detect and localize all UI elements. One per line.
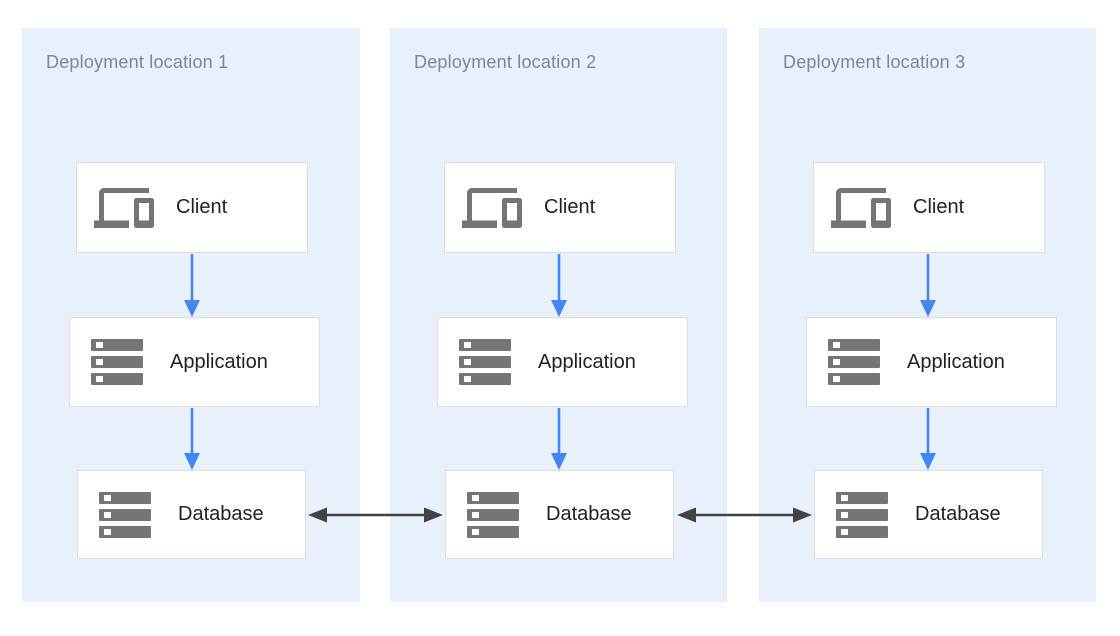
node-label: Client — [176, 196, 228, 218]
database-node-1: Database — [77, 470, 306, 559]
server-stack-icon — [459, 339, 511, 385]
devices-icon — [94, 186, 154, 230]
node-label: Database — [178, 503, 264, 525]
node-label: Database — [915, 503, 1001, 525]
client-node-2: Client — [444, 162, 676, 253]
client-node-3: Client — [813, 162, 1045, 253]
client-node-1: Client — [76, 162, 308, 253]
devices-icon — [462, 186, 522, 230]
server-stack-icon — [836, 491, 888, 538]
node-label: Application — [538, 350, 636, 373]
server-stack-icon — [99, 491, 151, 538]
deployment-location-1-panel: Deployment location 1 Client Application… — [22, 28, 360, 602]
application-node-3: Application — [806, 317, 1057, 407]
database-node-2: Database — [445, 470, 674, 559]
node-label: Database — [546, 503, 632, 525]
server-stack-icon — [91, 339, 143, 385]
node-label: Application — [907, 350, 1005, 373]
deployment-location-3-panel: Deployment location 3 Client Application… — [759, 28, 1096, 602]
node-label: Application — [170, 350, 268, 373]
panel-title: Deployment location 2 — [414, 52, 597, 72]
node-label: Client — [913, 196, 965, 218]
devices-icon — [831, 186, 891, 230]
database-node-3: Database — [814, 470, 1043, 559]
server-stack-icon — [828, 339, 880, 385]
panel-title: Deployment location 1 — [46, 52, 229, 72]
application-node-1: Application — [69, 317, 320, 407]
node-label: Client — [544, 196, 596, 218]
application-node-2: Application — [437, 317, 688, 407]
server-stack-icon — [467, 491, 519, 538]
panel-title: Deployment location 3 — [783, 52, 966, 72]
deployment-location-2-panel: Deployment location 2 Client Application… — [390, 28, 727, 602]
